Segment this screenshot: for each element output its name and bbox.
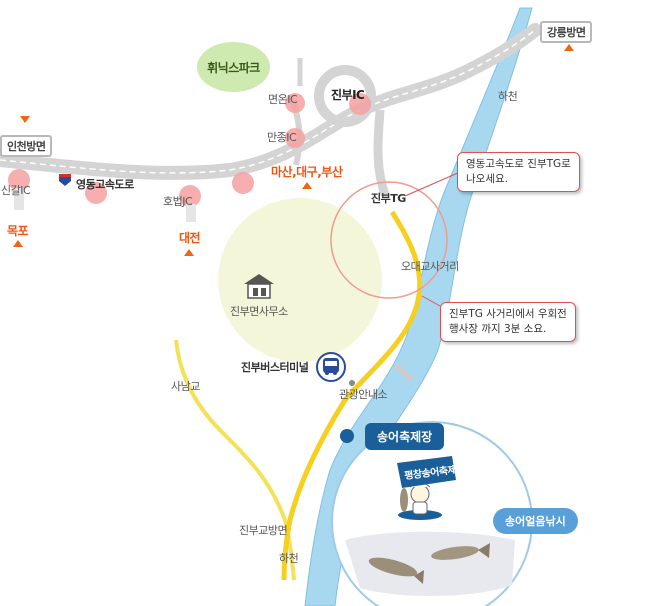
tourist-info-label: 관광안내소	[339, 388, 388, 401]
ic-marker-jinbu	[349, 93, 371, 115]
mokpo-arrow-icon	[13, 240, 23, 247]
exit-instruction-callout: 영동고속도로 진부TG로 나오세요.	[457, 152, 580, 192]
callout-leader-2	[421, 295, 441, 307]
road-sanamgyo	[174, 339, 296, 581]
masan-daegu-busan-label: 마산,대구,부산	[271, 165, 343, 179]
incheon-direction-label: 인천방면	[0, 135, 53, 157]
masan-arrow-icon	[302, 182, 312, 189]
trout-fish-icon	[368, 557, 424, 584]
ic-marker-myeonon	[285, 93, 305, 113]
ic-marker-daejeon	[232, 172, 254, 194]
turn-instruction-callout: 진부TG 사거리에서 우회전 행사장 까지 3분 소요.	[440, 302, 576, 342]
mokpo-label: 목포	[7, 224, 29, 238]
festival-pin-icon	[340, 429, 354, 443]
turn-instruction-line2: 행사장 까지 3분 소요.	[449, 323, 547, 335]
trout-fish-icon-2	[431, 543, 490, 560]
phoenix-park-label: 휘닉스파크	[207, 61, 260, 75]
town-area	[218, 198, 382, 362]
festival-logo-flag	[397, 456, 456, 488]
jinbu-office-label: 진부면사무소	[230, 305, 288, 318]
ic-marker-expressway	[85, 182, 107, 204]
myeonon-ic-label: 면온IC	[268, 93, 298, 106]
manjong-ic-label: 만종IC	[267, 131, 297, 144]
jinbugyo-direction-label: 진부교방면	[239, 524, 288, 537]
ic-marker-singal	[8, 169, 30, 191]
gangneung-arrow-icon	[564, 44, 574, 51]
jinbu-ic-label: 진부IC	[331, 88, 365, 102]
stub-singal	[14, 188, 24, 210]
office-icon	[244, 274, 274, 299]
phoenix-park-bubble: 휘닉스파크	[197, 42, 270, 92]
river-label-top: 하천	[498, 90, 518, 103]
hobeop-jc-label: 호법JC	[163, 195, 193, 208]
odaegyo-intersection-label: 오대교사거리	[401, 260, 459, 273]
road-spur	[393, 362, 414, 383]
exit-instruction-line2: 나오세요.	[466, 173, 508, 185]
festival-site-label: 송어축제장	[365, 423, 445, 450]
river-label-bottom: 하천	[279, 552, 299, 565]
bus-terminal-label: 진부버스터미널	[241, 361, 309, 374]
sanamgyo-label: 사남교	[171, 380, 200, 393]
incheon-arrow-icon	[20, 116, 30, 123]
ice-fishing-label: 송어얼음낚시	[493, 508, 578, 534]
exit-instruction-line1: 영동고속도로 진부TG로	[466, 158, 571, 170]
singal-ic-label: 신갈IC	[1, 184, 31, 197]
jinbu-ic-loop	[314, 65, 376, 127]
tg-highlight-circle	[330, 181, 448, 299]
daejeon-arrow-icon	[184, 249, 194, 256]
gangneung-direction-label: 강릉방면	[540, 21, 593, 43]
stub-hobeop	[186, 204, 196, 222]
bus-terminal-icon	[316, 352, 346, 382]
ic-marker-hobeop	[179, 185, 201, 207]
road-main	[281, 210, 423, 581]
daejeon-label: 대전	[179, 231, 201, 245]
ic-marker-manjong	[285, 128, 305, 148]
ic-ramp	[373, 109, 390, 197]
tourist-info-dot	[349, 380, 355, 386]
expressway-label: 영동고속도로	[76, 178, 134, 191]
turn-instruction-line1: 진부TG 사거리에서 우회전	[449, 308, 567, 320]
expressway-shield-top	[59, 174, 71, 177]
jinbu-tg-label: 진부TG	[371, 192, 406, 205]
callout-leader-1	[404, 171, 461, 197]
expressway-road	[0, 23, 542, 180]
